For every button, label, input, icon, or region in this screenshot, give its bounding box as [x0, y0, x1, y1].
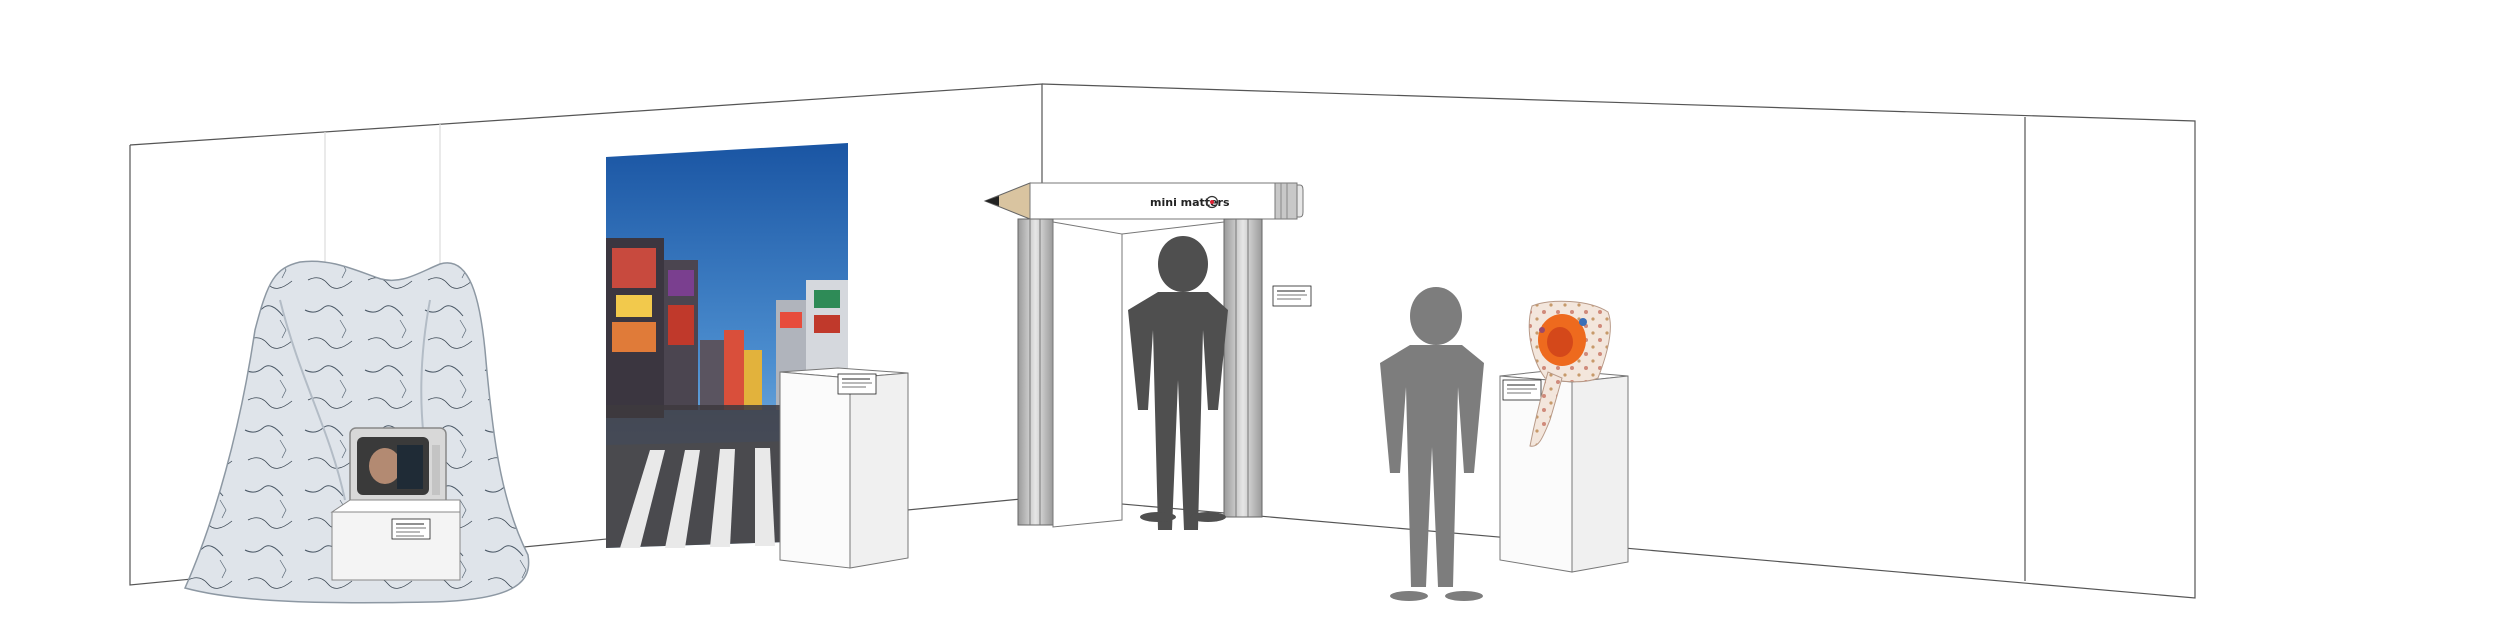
pedestal-2: [779, 367, 909, 569]
person-silhouette-standing: [1380, 287, 1484, 601]
crt-television: [349, 427, 447, 507]
label-plaque-1: [391, 518, 431, 540]
label-plaque-3: [1272, 285, 1312, 307]
target-icon: [1205, 195, 1219, 209]
pencil-eraser: [1296, 184, 1304, 218]
label-plaque-2: [837, 373, 877, 395]
fabric-sculpture: [1528, 300, 1611, 447]
drape-fold: [279, 299, 346, 501]
giant-pencil: mini matters: [983, 182, 1304, 220]
draped-sculpture: [183, 260, 530, 604]
pencil-ferrule: [1274, 182, 1298, 220]
label-plaque-4: [1502, 379, 1542, 401]
pencil-brand-label: mini matters: [1150, 196, 1230, 209]
pedestal-3: [1499, 369, 1629, 573]
person-silhouette-doorway: [1128, 236, 1228, 530]
tv-pedestal: [330, 499, 461, 581]
doorway-booth: [1017, 218, 1263, 528]
fabric-tail: [1529, 371, 1563, 447]
